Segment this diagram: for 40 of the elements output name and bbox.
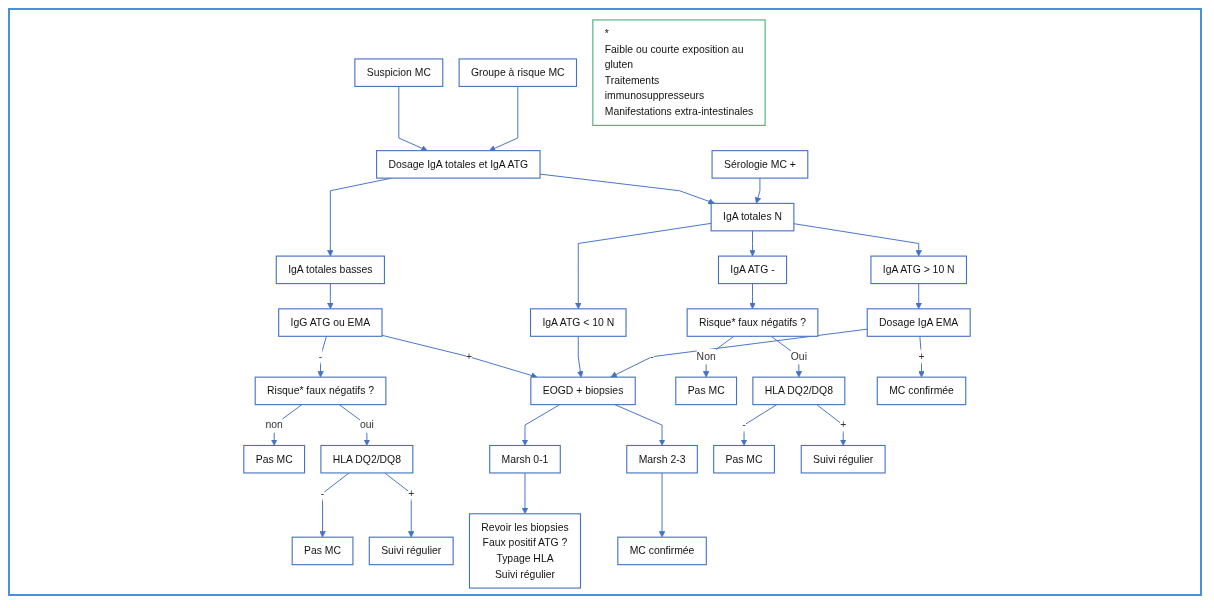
node-box: HLA DQ2/DQ8 (320, 444, 414, 474)
edge-label: oui (359, 418, 374, 431)
edge-label: - (742, 418, 746, 431)
node-box: IgA ATG - (717, 255, 788, 285)
edge-label: - (320, 487, 325, 499)
node-box: Pas MC (243, 444, 306, 474)
node-box: Risque* faux négatifs ? (686, 308, 819, 337)
node-box: Suspicion MC (354, 58, 444, 87)
node-box: IgA ATG < 10 N (529, 308, 627, 337)
node-box: Suivi régulier (800, 444, 886, 474)
node-box: EOGD + biopsies (530, 376, 636, 406)
node-box: IgA totales basses (275, 255, 385, 285)
node-box: MC confirmée (876, 376, 967, 406)
edge-label: + (408, 487, 415, 499)
node-box: Sérologie MC + (711, 150, 809, 179)
node-box: Suivi régulier (368, 536, 454, 566)
edge-label: + (918, 350, 925, 363)
edge-label: non (265, 418, 283, 431)
node-box: Dosage IgA EMA (866, 308, 971, 337)
node-box: Pas MC (675, 376, 738, 406)
node-box: Groupe à risque MC (458, 58, 578, 87)
node-box: IgG ATG ou EMA (278, 308, 383, 337)
node-box: Dosage IgA totales et IgA ATG (376, 150, 541, 179)
node-box: IgA totales N (710, 202, 795, 232)
edge-label: Non (696, 350, 716, 363)
node-box: IgA ATG > 10 N (870, 255, 968, 285)
edge-label: - (318, 350, 323, 363)
edge-label: + (465, 350, 473, 363)
node-box: Revoir les biopsies Faux positif ATG ? Typage HLA Suivi régulier (468, 513, 582, 589)
edge-label: + (840, 418, 847, 431)
node-box: MC confirmée (617, 536, 707, 566)
node-box: * Faible ou courte exposition au gluten Traitements immunosuppresseurs Manifestations extra-intestinales (592, 19, 766, 126)
edge-label: - (650, 350, 654, 363)
node-box: HLA DQ2/DQ8 (752, 376, 846, 406)
node-box: Marsh 0-1 (489, 444, 561, 474)
node-box: Pas MC (713, 444, 775, 474)
node-box: Pas MC (291, 536, 354, 566)
edge-label: Oui (790, 350, 807, 363)
node-box: Risque* faux négatifs ? (254, 376, 387, 406)
node-box: Marsh 2-3 (626, 444, 698, 474)
